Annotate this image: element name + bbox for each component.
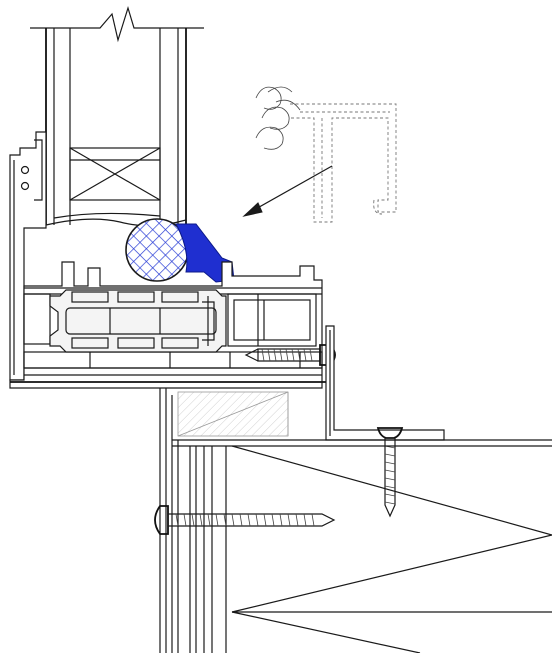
callout-arrow — [242, 165, 333, 217]
glazing-gasket — [175, 223, 235, 283]
gasket-detail-callout — [255, 86, 397, 223]
angle-bracket — [325, 325, 445, 441]
thermal-break-chambers — [49, 289, 227, 353]
lintel-fixing-screw — [154, 505, 336, 535]
glazing-bead — [9, 131, 47, 381]
structural-opening — [172, 391, 552, 653]
bracket-screw — [376, 427, 404, 518]
glazing-unit — [30, 5, 204, 227]
